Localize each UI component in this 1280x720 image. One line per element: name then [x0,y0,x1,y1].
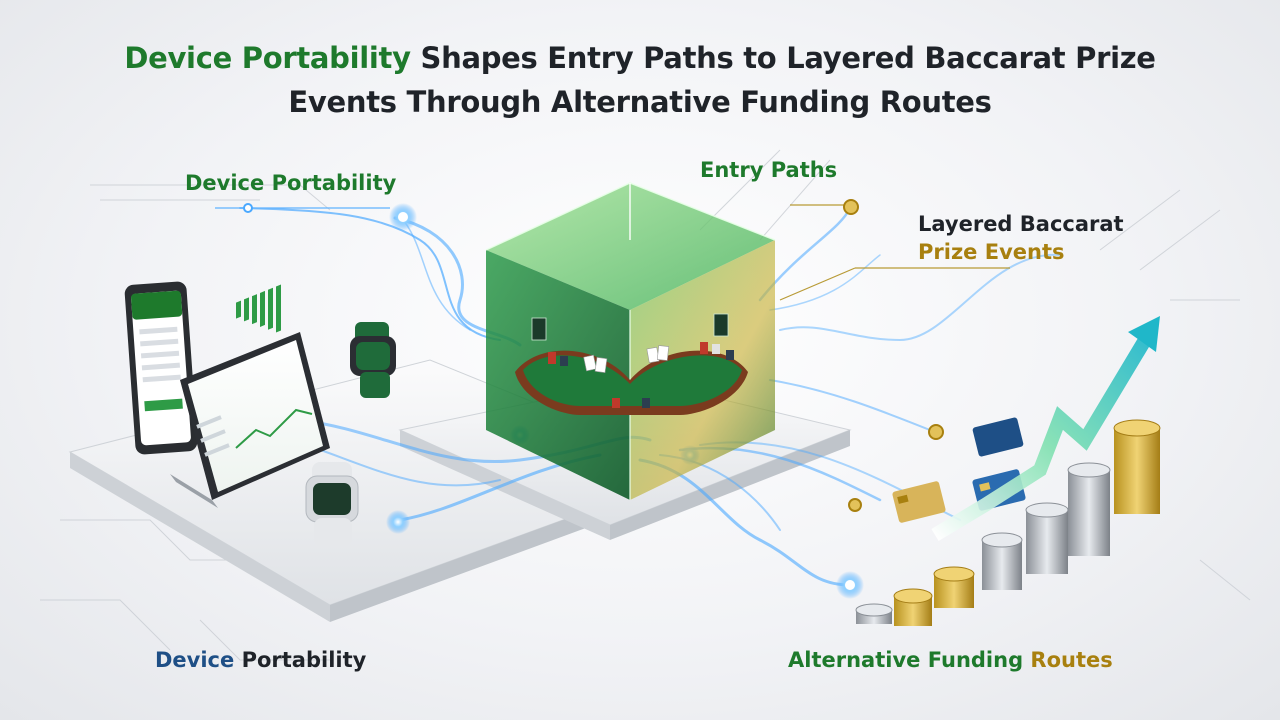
label-funding-words: Alternative Funding [788,648,1031,672]
coin-stack-icon [855,419,1161,626]
smartwatch-icon-2 [305,462,359,546]
playing-cards [583,345,670,373]
chip-stacks [548,342,734,408]
coin-stack-gold-1 [893,588,933,626]
coin-stack-silver-small [855,603,893,624]
coin-stack-silver-1 [981,532,1023,590]
title-highlight: Device Portability [124,41,411,75]
coin-stack-gold-3 [1113,419,1161,514]
label-device-portability-bottom: Device Portability [155,648,366,672]
title-rest-line1: Shapes Entry Paths to Layered Baccarat P… [410,41,1156,75]
label-portability-word: Portability [234,648,367,672]
title-line2: Events Through Alternative Funding Route… [288,85,992,119]
label-layered-line2: Prize Events [918,240,1065,264]
baccarat-table-icon [515,313,748,415]
label-entry-paths: Entry Paths [700,158,838,182]
coin-stack-gold-2 [933,566,975,608]
connector-lines [215,204,1010,301]
coin-stack-silver-2 [1025,502,1069,574]
page-title: Device Portability Shapes Entry Paths to… [0,36,1280,124]
label-device-word: Device [155,648,235,672]
smartphone-icon [124,281,198,455]
label-layered-line1: Layered Baccarat [918,212,1124,236]
label-routes-word: Routes [1030,648,1113,672]
label-alternative-funding-routes: Alternative Funding Routes [788,648,1113,672]
label-device-portability-top: Device Portability [185,171,397,195]
tablet-icon [170,284,330,508]
coin-stack-silver-3 [1067,462,1111,556]
circuit-traces [40,149,1251,661]
credit-card-icon [892,417,1026,523]
smartwatch-icon [350,322,396,398]
growth-arrow-icon [931,316,1160,542]
